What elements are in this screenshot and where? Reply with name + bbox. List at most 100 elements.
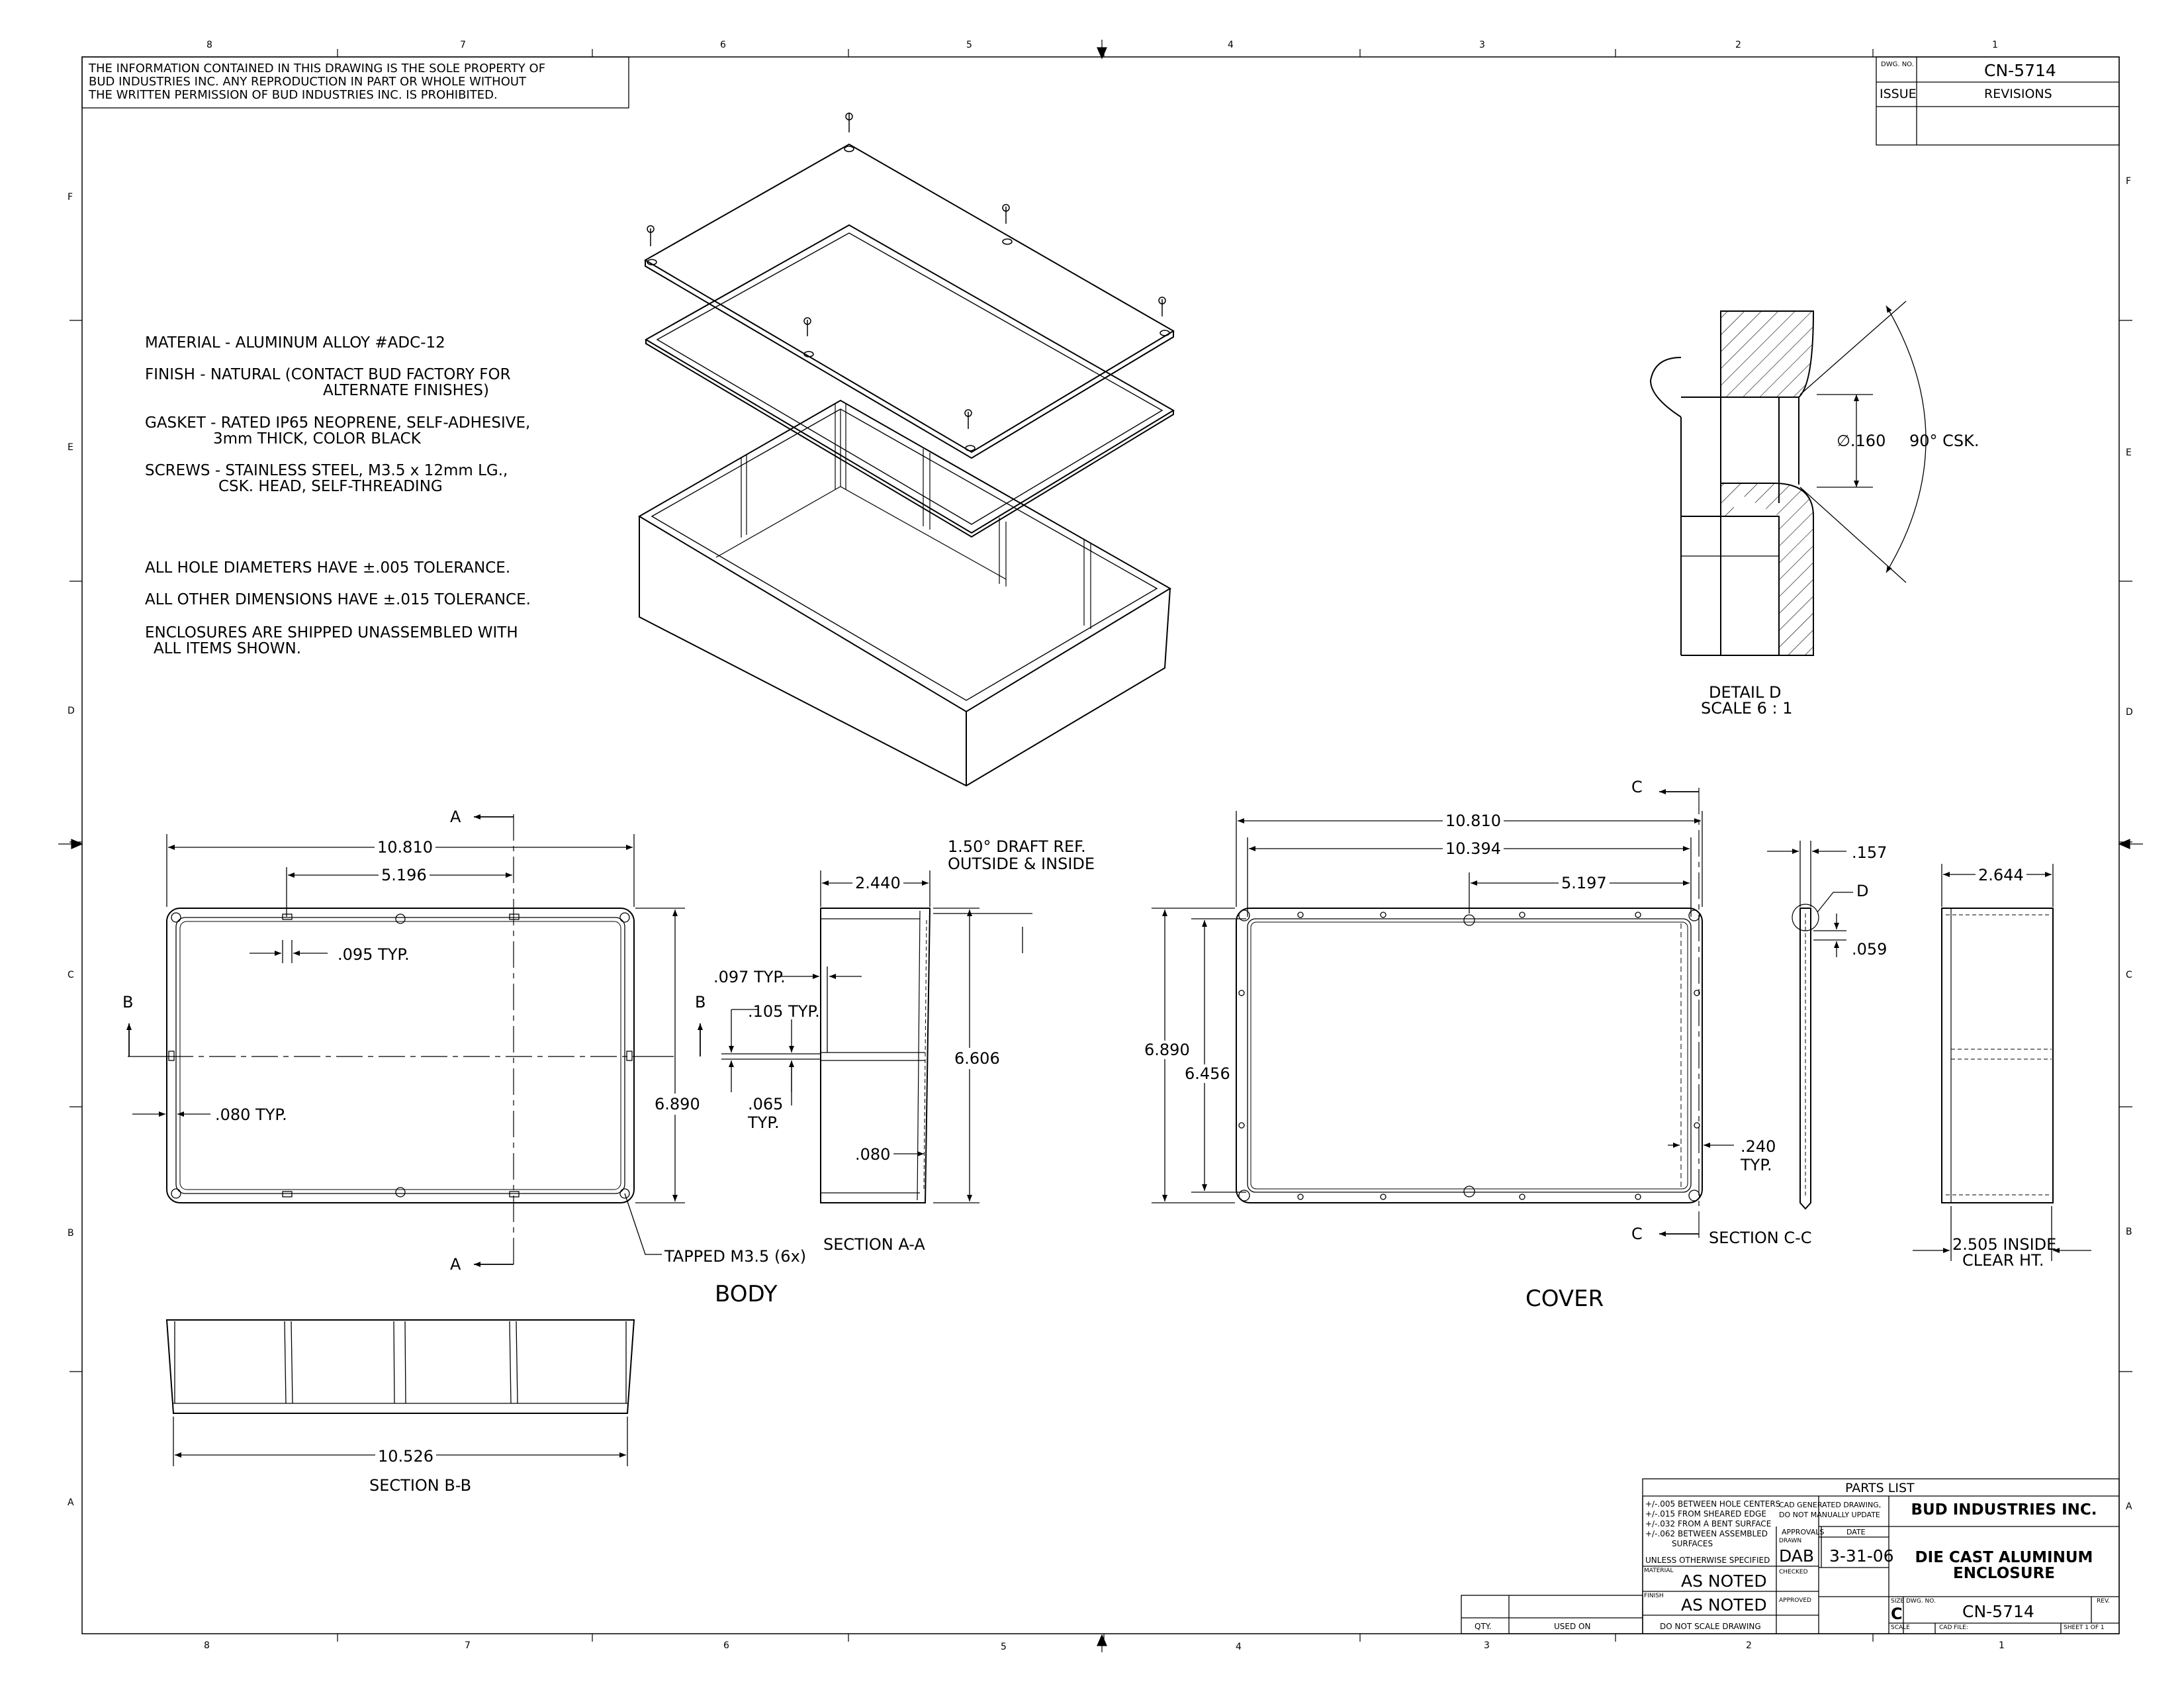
section-b-marker-left: B <box>122 993 134 1011</box>
cover-inner-height: 6.456 <box>1183 1064 1232 1083</box>
detail-angle-label: 90° CSK. <box>1909 432 1979 450</box>
company-name: BUD INDUSTRIES INC. <box>1911 1501 2097 1519</box>
approvals-label: APPROVALS <box>1782 1528 1825 1536</box>
unless-specified: UNLESS OTHERWISE SPECIFIED <box>1645 1556 1770 1565</box>
section-c-c-view <box>1767 841 1853 1210</box>
zone-row-a-left: A <box>68 1497 74 1508</box>
cad-note: CAD GENERATED DRAWING, DO NOT MANUALLY U… <box>1779 1500 1881 1520</box>
zone-col-1-top: 1 <box>1992 40 1998 50</box>
zone-col-3-top: 3 <box>1479 40 1485 50</box>
cc-lip: .059 <box>1852 940 1888 959</box>
cad-note-line: CAD GENERATED DRAWING, <box>1779 1501 1882 1509</box>
title-dwg-no: CN-5714 <box>1962 1602 2034 1621</box>
cad-file-label: CAD FILE: <box>1939 1624 1968 1631</box>
zone-row-f-left: F <box>68 192 73 203</box>
note-shipped-cont: ALL ITEMS SHOWN. <box>154 640 302 657</box>
tolerance-line: SURFACES <box>1672 1539 1713 1548</box>
isometric-exploded-view <box>638 113 1175 787</box>
section-c-marker-bottom: C <box>1631 1225 1643 1243</box>
notice-line: THE INFORMATION CONTAINED IN THIS DRAWIN… <box>89 62 546 75</box>
rev-label: REV. <box>2097 1598 2110 1605</box>
zone-col-4-top: 4 <box>1228 40 1234 50</box>
zone-col-4-bottom: 4 <box>1236 1642 1242 1652</box>
note-tolerance-holes: ALL HOLE DIAMETERS HAVE ±.005 TOLERANCE. <box>145 559 511 577</box>
rev-dwg-no: CN-5714 <box>1984 61 2056 80</box>
outer-border <box>81 56 2120 1634</box>
note-shipped: ENCLOSURES ARE SHIPPED UNASSEMBLED WITH <box>145 624 518 641</box>
zone-row-c-right: C <box>2126 970 2132 980</box>
zone-row-d-left: D <box>68 706 75 716</box>
material-label: MATERIAL <box>1644 1568 1674 1574</box>
bb-title: SECTION B-B <box>369 1476 472 1495</box>
aa-draft: 1.50° DRAFT REF. <box>948 837 1086 856</box>
cc-title: SECTION C-C <box>1709 1229 1812 1247</box>
material-value: AS NOTED <box>1681 1571 1767 1591</box>
cover-lip: .240 <box>1741 1137 1776 1156</box>
parts-qty-label: QTY. <box>1475 1622 1492 1631</box>
section-a-marker-top: A <box>450 808 461 826</box>
title-block-frame <box>1461 1478 2120 1634</box>
date-label: DATE <box>1846 1528 1866 1536</box>
cover-inner-width: 10.394 <box>1443 839 1504 858</box>
no-scale-note: DO NOT SCALE DRAWING <box>1660 1622 1761 1631</box>
notice-box <box>81 56 629 109</box>
note-gasket-cont: 3mm THICK, COLOR BLACK <box>213 430 421 447</box>
body-half-width: 5.196 <box>379 866 430 884</box>
zone-col-3-bottom: 3 <box>1484 1640 1490 1651</box>
tolerance-line: +/-.015 FROM SHEARED EDGE <box>1645 1509 1766 1519</box>
rev-revisions-label: REVISIONS <box>1984 87 2052 101</box>
note-finish: FINISH - NATURAL (CONTACT BUD FACTORY FO… <box>145 366 511 383</box>
aa-draft-cont: OUTSIDE & INSIDE <box>948 855 1095 873</box>
checked-label: CHECKED <box>1779 1569 1808 1575</box>
zone-col-7-bottom: 7 <box>465 1640 471 1651</box>
cc-thick: .157 <box>1852 843 1888 862</box>
zone-col-8-top: 8 <box>206 40 212 50</box>
zone-row-e-right: E <box>2126 447 2132 458</box>
body-height: 6.890 <box>652 1094 703 1115</box>
cover-half-width: 5.197 <box>1559 874 1610 892</box>
detail-dia-label: ∅.160 <box>1837 432 1886 450</box>
drawn-by: DAB <box>1779 1546 1815 1566</box>
side-view <box>1913 864 2091 1261</box>
rev-dwg-no-label: DWG. NO. <box>1881 61 1914 68</box>
zone-col-6-bottom: 6 <box>723 1640 729 1651</box>
aa-rib-105: .105 TYP. <box>748 1002 820 1021</box>
section-a-marker-bottom: A <box>450 1255 461 1274</box>
aa-depth: 2.440 <box>852 874 903 892</box>
cover-height: 6.890 <box>1143 1041 1191 1059</box>
body-tapped: TAPPED M3.5 (6x) <box>664 1247 807 1266</box>
size-value: C <box>1891 1605 1903 1623</box>
zone-col-8-bottom: 8 <box>204 1640 210 1651</box>
zone-col-5-bottom: 5 <box>1001 1642 1007 1652</box>
tolerance-block: +/-.005 BETWEEN HOLE CENTERS +/-.015 FRO… <box>1645 1499 1780 1549</box>
aa-rib-065-typ: TYP. <box>748 1113 780 1132</box>
zone-col-2-top: 2 <box>1735 40 1741 50</box>
note-screws-cont: CSK. HEAD, SELF-THREADING <box>218 478 443 495</box>
cover-view <box>1152 788 1734 1238</box>
note-finish-cont: ALTERNATE FINISHES) <box>323 382 489 399</box>
zone-col-5-top: 5 <box>966 40 972 50</box>
title-dwg-no-label: DWG. NO. <box>1906 1598 1936 1605</box>
zone-row-a-right: A <box>2126 1501 2132 1512</box>
side-inside-height-cont: CLEAR HT. <box>1962 1251 2044 1270</box>
finish-value: AS NOTED <box>1681 1595 1767 1615</box>
zone-col-2-bottom: 2 <box>1746 1640 1752 1651</box>
aa-rib-097: .097 TYP. <box>713 968 786 986</box>
section-b-marker-right: B <box>695 993 706 1011</box>
note-material: MATERIAL - ALUMINUM ALLOY #ADC-12 <box>145 334 445 352</box>
approved-label: APPROVED <box>1779 1597 1811 1604</box>
notice-line: THE WRITTEN PERMISSION OF BUD INDUSTRIES… <box>89 88 498 102</box>
cover-title: COVER <box>1525 1286 1604 1312</box>
zone-col-7-top: 7 <box>460 40 466 50</box>
bb-width: 10.526 <box>375 1447 436 1466</box>
section-c-marker-top: C <box>1631 778 1643 796</box>
revision-block <box>1876 56 2120 146</box>
tolerance-line: +/-.032 FROM A BENT SURFACE <box>1645 1519 1772 1528</box>
body-boss-width: .095 TYP. <box>338 945 410 964</box>
side-depth: 2.644 <box>1976 866 2026 884</box>
section-b-b-view <box>165 1319 635 1466</box>
finish-label: FINISH <box>1644 1593 1664 1599</box>
centering-marks <box>58 40 2143 1652</box>
parts-used-on-label: USED ON <box>1554 1622 1591 1631</box>
zone-row-b-right: B <box>2126 1227 2132 1237</box>
